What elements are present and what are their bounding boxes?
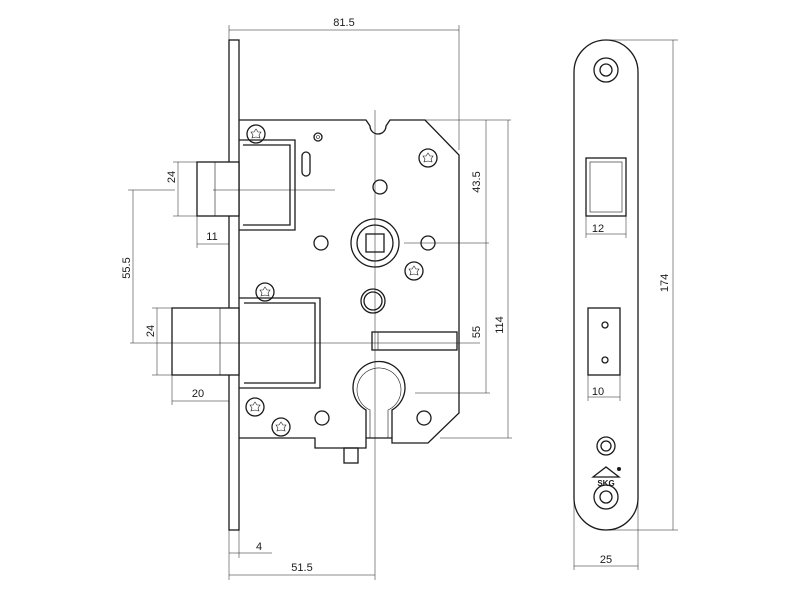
dim-faceplate: 4: [256, 541, 262, 553]
hole: [372, 179, 388, 195]
torx-screw-icon: [245, 397, 265, 417]
cylinder-cutout: [352, 360, 406, 438]
forend-plate: [228, 39, 240, 531]
torx-screw-icon: [404, 261, 424, 281]
dim-bolt-to-latch: 55.5: [121, 257, 133, 278]
deadbolt: [196, 161, 240, 217]
latch-bolt: [171, 307, 240, 376]
torx-screw-icon: [271, 417, 291, 437]
logo-text: SKG: [597, 479, 614, 488]
cam-tab: [343, 447, 359, 464]
strike-screw-hole-mid: [596, 436, 616, 456]
dim-bottom-width: 51.5: [291, 562, 312, 574]
deadbolt-bracket: [239, 139, 296, 231]
guide-rail: [371, 331, 458, 351]
dim-strike-bolt-hole: 12: [592, 223, 604, 235]
torx-screw-icon: [418, 148, 438, 168]
dim-strike-width: 25: [600, 554, 612, 566]
dim-latch-projection: 20: [192, 388, 204, 400]
dim-top-to-spindle: 43.5: [471, 171, 483, 192]
strike-screw-hole-bottom: [593, 484, 619, 510]
dim-top-width: 81.5: [333, 17, 354, 29]
guide-slot: [301, 151, 311, 177]
hole: [416, 410, 432, 426]
dim-strike-latch-hole: 10: [592, 386, 604, 398]
hole: [313, 235, 329, 251]
strike-screw-hole-top: [593, 57, 619, 83]
torx-screw-icon: [246, 124, 266, 144]
dim-strike-length: 174: [659, 274, 671, 292]
cam-hole: [360, 288, 386, 314]
lock-case-outline: [239, 119, 460, 449]
dim-latch-height: 24: [145, 325, 157, 337]
strike-plate: [573, 39, 639, 531]
skg-logo-icon: SKG: [591, 466, 621, 488]
torx-screw-icon: [255, 282, 275, 302]
strike-bolt-opening: [585, 157, 627, 217]
hole: [314, 410, 330, 426]
dim-bolt-height: 24: [166, 171, 178, 183]
dim-case-height: 114: [494, 316, 506, 334]
dim-bolt-projection: 11: [206, 231, 217, 243]
dim-spindle-to-cylinder: 55: [471, 326, 483, 338]
strike-latch-opening: [587, 307, 621, 376]
